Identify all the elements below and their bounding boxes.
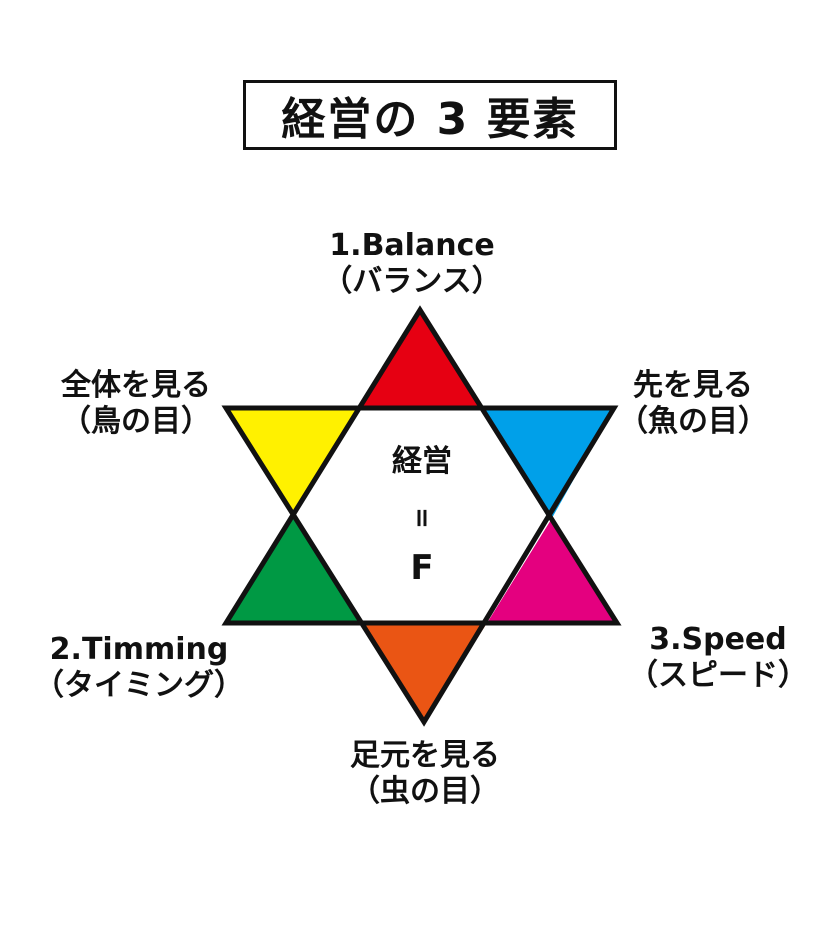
center-line-equals: = — [407, 507, 437, 529]
label-upper-left-line1: 全体を見る — [61, 368, 211, 403]
triangle-top-balance — [358, 310, 482, 408]
label-upper-right: 先を見る （魚の目） — [598, 368, 788, 440]
center-line-f: F — [410, 548, 434, 588]
label-upper-right-line2: （魚の目） — [618, 404, 768, 439]
label-lower-left-timming: 2.Timming （タイミング） — [14, 632, 264, 704]
label-bottom-line2: （虫の目） — [350, 774, 500, 809]
label-bottom: 足元を見る （虫の目） — [330, 738, 520, 810]
triangle-bottom — [362, 623, 487, 722]
label-lower-left-line1: 2.Timming — [49, 632, 229, 667]
upward-triangle-outline — [221, 305, 622, 626]
label-lower-right-speed: 3.Speed （スピード） — [612, 622, 824, 694]
center-hexagon — [295, 408, 552, 623]
triangle-upper-right — [482, 408, 614, 518]
label-top-line1: 1.Balance — [329, 228, 495, 263]
label-upper-left: 全体を見る （鳥の目） — [28, 368, 244, 440]
triangle-lower-right-speed — [487, 518, 617, 623]
label-top-balance: 1.Balance （バランス） — [302, 228, 522, 300]
downward-triangle-outline — [221, 405, 619, 727]
label-upper-left-line2: （鳥の目） — [61, 404, 211, 439]
label-bottom-line1: 足元を見る — [350, 738, 500, 773]
label-lower-right-line2: （スピード） — [628, 658, 808, 693]
label-lower-left-line2: （タイミング） — [34, 668, 244, 703]
label-lower-right-line1: 3.Speed — [649, 622, 787, 657]
label-top-line2: （バランス） — [322, 264, 502, 299]
page-title: 経営の 3 要素 — [281, 94, 579, 145]
label-upper-right-line1: 先を見る — [633, 368, 753, 403]
triangle-upper-left — [226, 408, 358, 516]
center-label: 経営 = F — [372, 442, 472, 590]
triangle-lower-left-timming — [226, 516, 362, 623]
center-line-management: 経営 — [392, 444, 452, 479]
title-box: 経営の 3 要素 — [243, 80, 617, 150]
